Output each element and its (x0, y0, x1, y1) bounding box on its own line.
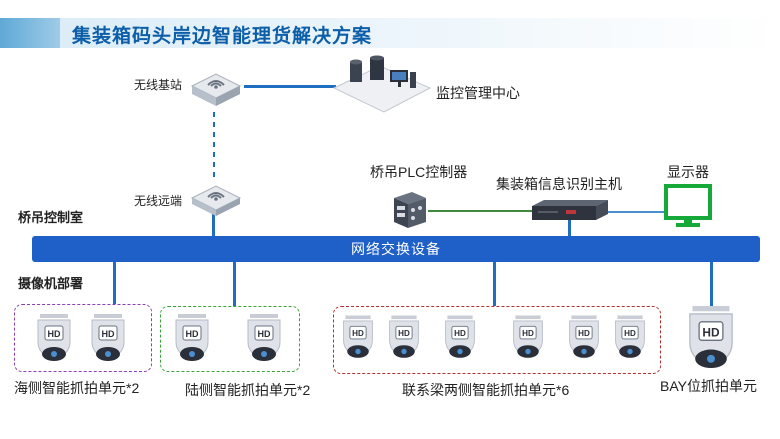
link-host-to-display (608, 211, 668, 213)
recognition-host-label: 集装箱信息识别主机 (496, 176, 622, 192)
camera-beam-1: HD (340, 314, 376, 362)
drop-land-side (233, 262, 236, 306)
plc-controller-icon (392, 190, 428, 230)
camera-beam-3-hd-badge: HD (454, 329, 466, 338)
camera-sea-1-hd-badge: HD (48, 329, 61, 339)
land-side-group-box (160, 306, 300, 372)
camera-beam-5: HD (566, 314, 602, 362)
monitor-center-icon (332, 54, 432, 114)
link-host-to-network (568, 220, 571, 238)
camera-beam-6-hd-badge: HD (624, 329, 636, 338)
camera-beam-4-hd-badge: HD (522, 329, 534, 338)
link-base-to-center (244, 85, 336, 88)
camera-beam-6: HD (612, 314, 648, 362)
crane-room-label: 桥吊控制室 (18, 210, 84, 225)
camera-beam-1-hd-badge: HD (352, 329, 364, 338)
camera-land-2: HD (244, 314, 284, 364)
header-accent (0, 18, 60, 48)
camera-beam-2: HD (386, 314, 422, 362)
beam-side-group-label: 联系梁两侧智能抓拍单元*6 (402, 382, 570, 398)
link-remote-to-network (212, 210, 215, 238)
recognition-host-icon (530, 198, 610, 224)
wireless-remote-icon (188, 180, 244, 218)
camera-land-2-hd-badge: HD (258, 329, 271, 339)
drop-sea-side (113, 262, 116, 304)
camera-sea-2-hd-badge: HD (102, 329, 115, 339)
camera-bay-hd-badge: HD (702, 325, 720, 339)
sea-side-group-box (14, 304, 152, 372)
wireless-base-icon (188, 66, 244, 108)
camera-beam-5-hd-badge: HD (578, 329, 590, 338)
display-label: 显示器 (667, 164, 709, 180)
camera-land-1-hd-badge: HD (186, 329, 199, 339)
camera-sea-2: HD (88, 314, 128, 364)
drop-beam-side (493, 262, 496, 306)
land-side-group-label: 陆侧智能抓拍单元*2 (185, 382, 311, 398)
bay-group-label: BAY位抓拍单元 (660, 378, 757, 394)
sea-side-group-label: 海侧智能抓拍单元*2 (14, 380, 140, 396)
camera-beam-2-hd-badge: HD (398, 329, 410, 338)
wireless-base-label: 无线基站 (134, 78, 183, 92)
link-base-to-remote-dashed (213, 112, 215, 182)
link-plc-to-host (428, 210, 532, 212)
drop-bay (710, 262, 713, 308)
camera-beam-3: HD (442, 314, 478, 362)
beam-side-group-box (333, 306, 661, 374)
header-bar (0, 18, 780, 48)
camera-deploy-label: 摄像机部署 (18, 276, 84, 291)
network-switch-bar: 网络交换设备 (32, 236, 760, 262)
monitor-center-label: 监控管理中心 (436, 85, 520, 101)
camera-sea-1: HD (34, 314, 74, 364)
camera-land-1: HD (172, 314, 212, 364)
display-monitor-icon (664, 184, 712, 228)
crane-plc-label: 桥吊PLC控制器 (370, 164, 468, 180)
camera-beam-4: HD (510, 314, 546, 362)
camera-bay: HD (682, 306, 740, 372)
wireless-remote-label: 无线远端 (134, 194, 183, 208)
page-title: 集装箱码头岸边智能理货解决方案 (72, 26, 373, 47)
